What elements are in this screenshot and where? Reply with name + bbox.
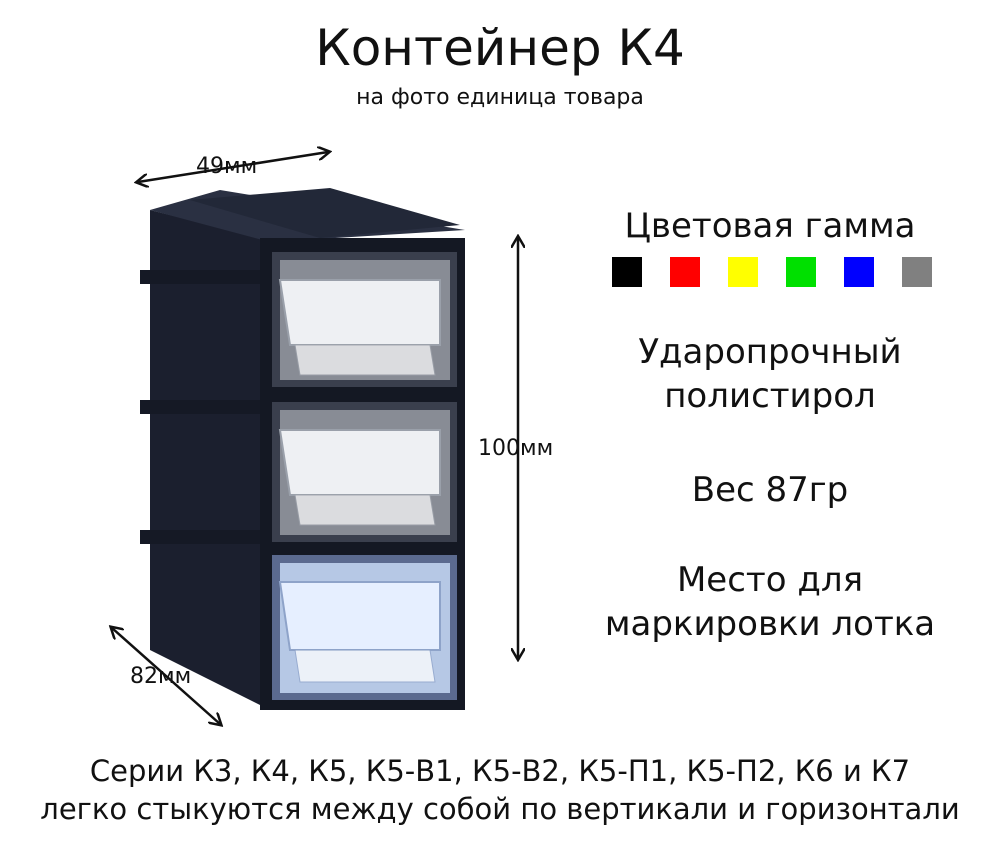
color-swatch-black <box>612 257 642 287</box>
drawer-bottom <box>272 555 457 700</box>
feature-label-area: Место для маркировки лотка <box>560 558 980 646</box>
feature-label-line2: маркировки лотка <box>604 604 936 644</box>
feature-material-line1: Ударопрочный <box>638 332 902 372</box>
compatibility-line1: Серии К3, К4, К5, К5-В1, К5-В2, К5-П1, К… <box>89 754 911 788</box>
color-swatch-blue <box>844 257 874 287</box>
feature-weight: Вес 87гр <box>691 470 849 510</box>
depth-arrow <box>112 628 220 724</box>
color-swatch-green <box>786 257 816 287</box>
container-product-image <box>140 188 465 710</box>
container-side-panel <box>150 210 270 710</box>
feature-material: Ударопрочный полистирол <box>560 330 980 418</box>
color-swatches <box>612 257 942 289</box>
page-subtitle: на фото единица товара <box>356 85 644 110</box>
color-swatch-yellow <box>728 257 758 287</box>
drawer-top <box>272 252 457 387</box>
dimension-height-label: 100мм <box>478 436 554 461</box>
feature-label-line1: Место для <box>676 560 864 600</box>
page-title: Контейнер К4 <box>315 19 685 77</box>
compatibility-note: Серии К3, К4, К5, К5-В1, К5-В2, К5-П1, К… <box>0 752 1000 828</box>
color-swatch-red <box>670 257 700 287</box>
color-range-heading: Цветовая гамма <box>624 206 916 246</box>
color-swatch-gray <box>902 257 932 287</box>
dimension-width-label: 49мм <box>196 154 258 179</box>
width-arrow <box>138 152 328 182</box>
feature-material-line2: полистирол <box>664 376 876 416</box>
dimension-depth-label: 82мм <box>130 664 192 689</box>
drawer-middle <box>272 402 457 542</box>
compatibility-line2: легко стыкуются между собой по вертикали… <box>40 792 960 826</box>
